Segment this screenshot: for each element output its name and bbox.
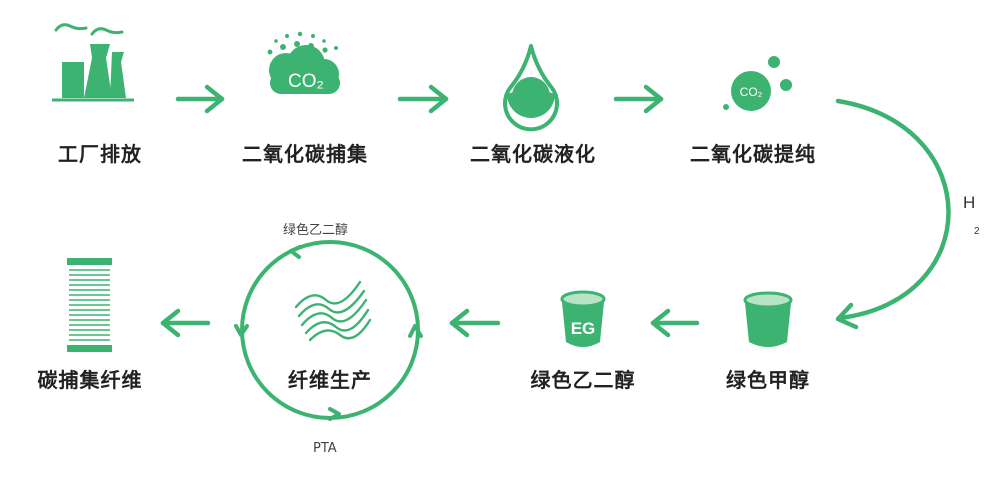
methanol-cup-icon	[743, 291, 793, 347]
step-label-capture: 二氧化碳捕集	[242, 142, 368, 166]
arrow-right-3	[613, 84, 664, 114]
cycle-label-bottom: PTA	[313, 441, 337, 456]
step-label-factory: 工厂排放	[58, 142, 142, 166]
arrow-right-2	[397, 84, 449, 114]
co2-bubble-label: CO₂	[740, 85, 763, 99]
co2-cloud-icon	[267, 31, 340, 94]
step-label-glycol: 绿色乙二醇	[530, 368, 636, 392]
cycle-label-top: 绿色乙二醇	[283, 223, 349, 238]
factory-icon	[52, 23, 134, 102]
co2-cloud-label: CO₂	[288, 71, 324, 92]
eg-cup-icon	[560, 290, 606, 347]
arrow-right-1	[175, 84, 225, 114]
fiber-strands-icon	[294, 280, 372, 342]
co2-bubbles-icon	[723, 56, 792, 111]
hydrogen-subscript: 2	[974, 226, 980, 237]
fiber-spool-icon	[67, 258, 112, 352]
liquid-drop-icon	[503, 44, 559, 132]
step-label-methanol: 绿色甲醇	[726, 368, 810, 392]
cycle-ring	[234, 240, 423, 421]
arrow-left-1	[650, 308, 700, 338]
arrow-left-3	[160, 308, 211, 338]
hydrogen-symbol: H	[963, 193, 976, 212]
arrow-left-2	[449, 308, 501, 338]
step-label-purify: 二氧化碳提纯	[690, 142, 816, 166]
step-label-liquefy: 二氧化碳液化	[470, 142, 596, 166]
curved-arrow	[835, 98, 951, 330]
eg-label: EG	[571, 319, 596, 338]
step-label-fiber-production: 纤维生产	[288, 368, 372, 392]
flow-arrows	[160, 84, 700, 338]
step-label-fiber: 碳捕集纤维	[37, 368, 143, 392]
